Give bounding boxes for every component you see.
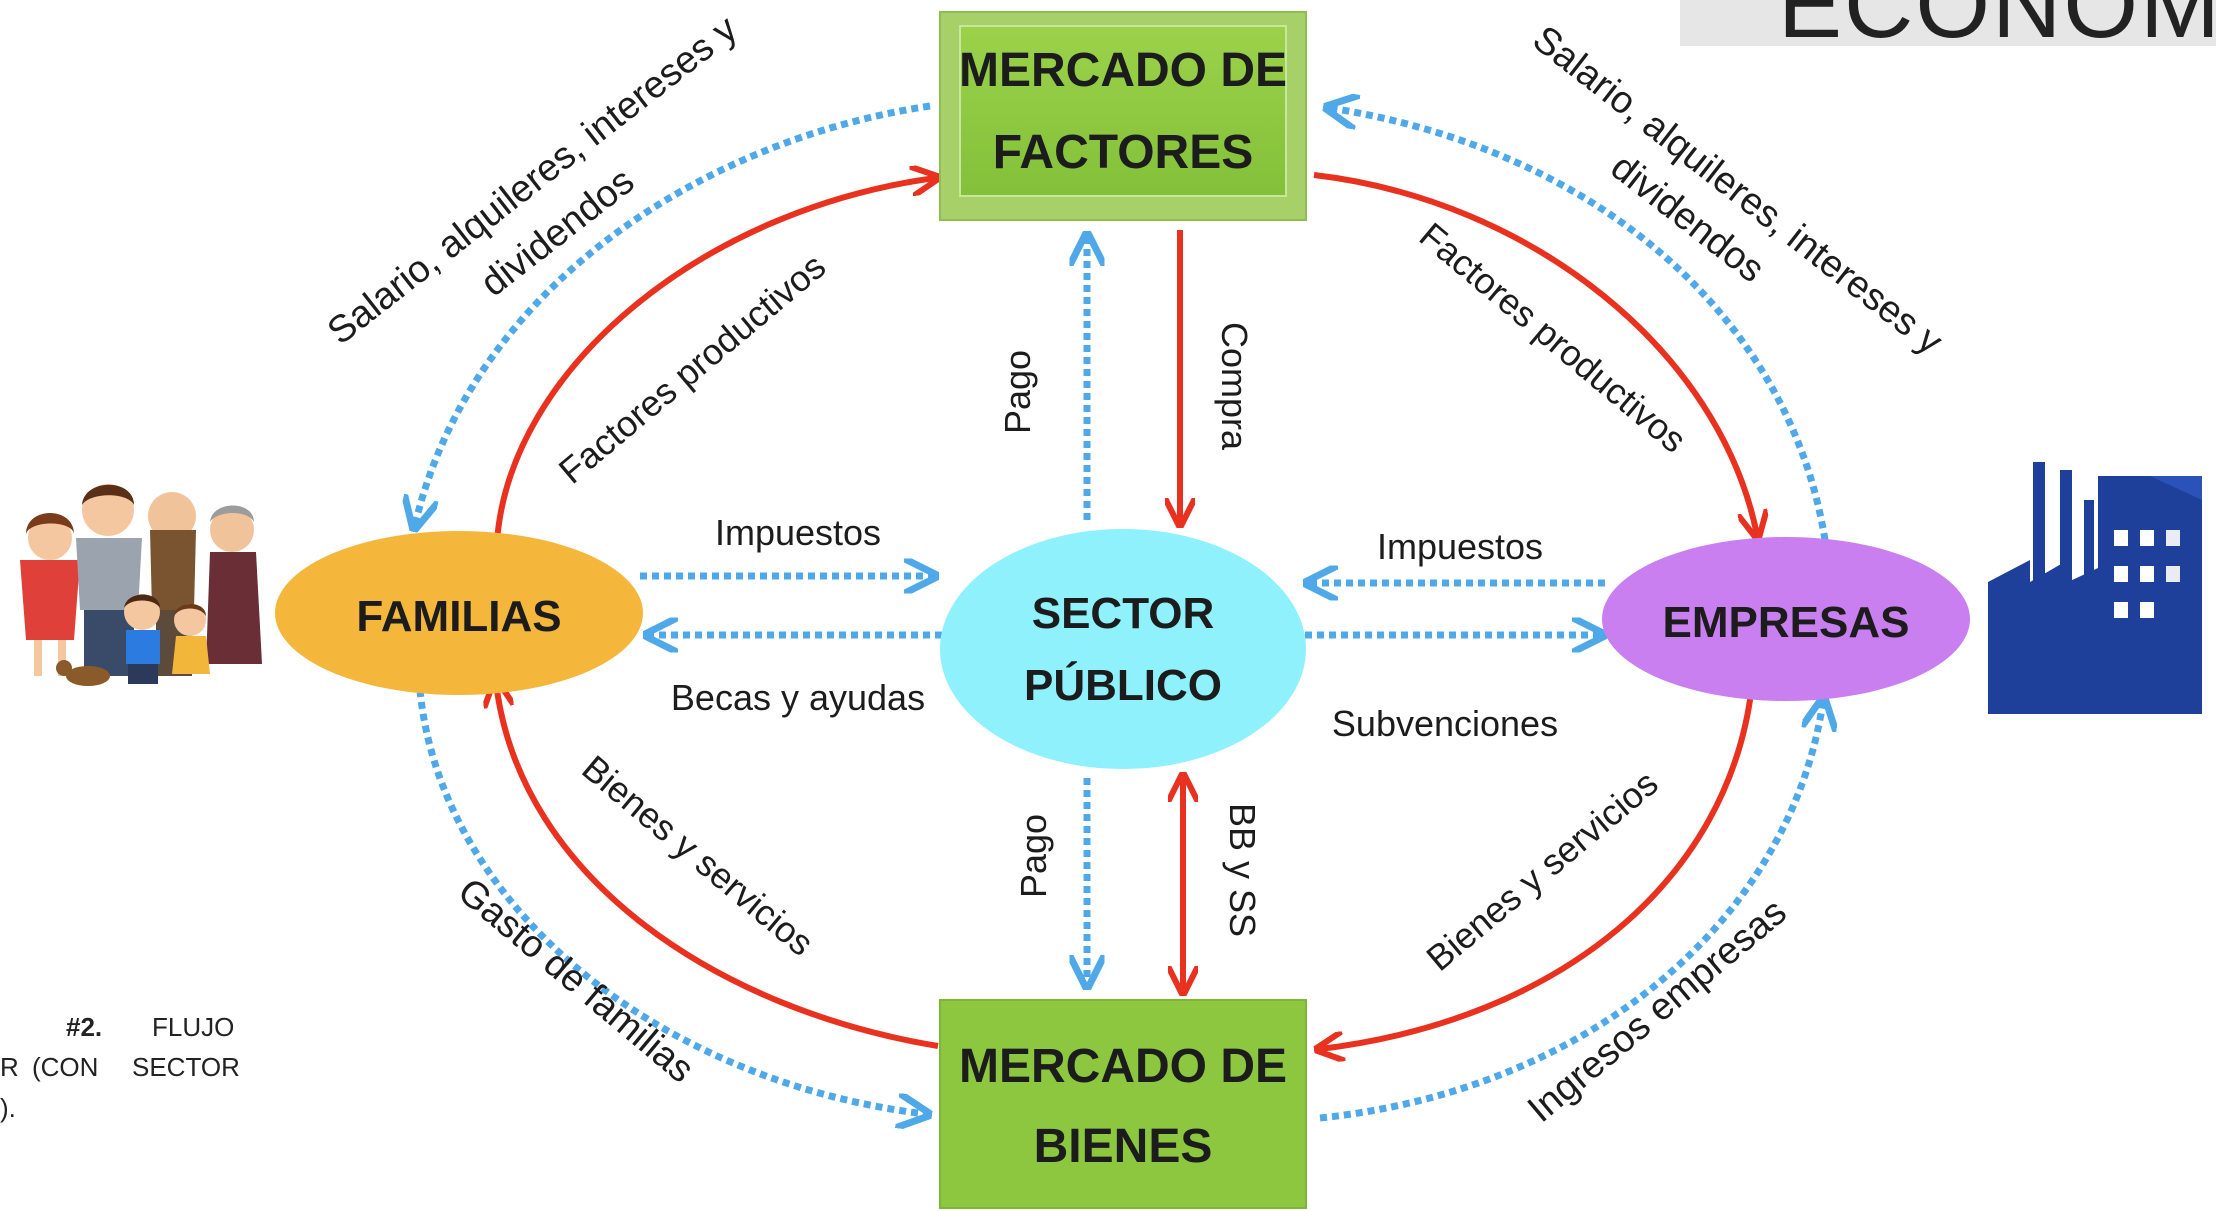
label-gasto: Gasto de familias: [450, 870, 702, 1091]
mercado-bienes-line1: MERCADO DE: [959, 1040, 1287, 1093]
label-bienes-right: Bienes y servicios: [1418, 762, 1665, 979]
sector-publico-node: SECTOR PÚBLICO: [940, 529, 1306, 769]
factory-icon: [1988, 462, 2202, 714]
familias-label: FAMILIAS: [356, 592, 561, 641]
mercado-factores-box: MERCADO DE FACTORES: [939, 11, 1307, 221]
sector-publico-line1: SECTOR: [1032, 589, 1215, 638]
empresas-node: EMPRESAS: [1602, 537, 1970, 701]
arrow-salario-right: [1330, 108, 1829, 541]
label-ingresos: Ingresos empresas: [1520, 891, 1795, 1131]
caption-text: FLUJO: [152, 1012, 235, 1042]
caption-text: SECTOR: [132, 1052, 240, 1082]
label-salario-right-1: Salario, alquileres, intereses y: [1525, 18, 1950, 363]
arrow-factores-empresas: [1313, 172, 1757, 535]
sector-publico-line2: PÚBLICO: [1024, 660, 1222, 710]
mercado-bienes-line2: BIENES: [1034, 1120, 1213, 1173]
page-title: ECONOMÍA: [1778, 0, 2216, 46]
family-illustration-icon: [20, 484, 262, 686]
arrow-bienes-familias: [496, 683, 939, 1049]
mercado-bienes-box: MERCADO DE BIENES: [939, 999, 1307, 1209]
label-pago-bottom: Pago: [1013, 814, 1054, 898]
arrow-salario-left: [415, 102, 931, 525]
caption-text: (CON: [32, 1052, 99, 1082]
empresas-label: EMPRESAS: [1663, 598, 1910, 647]
label-factores-left: Factores productivos: [551, 245, 833, 491]
label-pago-top: Pago: [997, 350, 1038, 434]
arrow-empresas-bienes: [1320, 684, 1755, 1049]
caption-text: R: [0, 1052, 19, 1082]
label-becas: Becas y ayudas: [671, 677, 925, 718]
mercado-factores-line1: MERCADO DE: [959, 44, 1287, 97]
caption-bold: #2.: [66, 1012, 103, 1042]
label-impuestos-right: Impuestos: [1377, 526, 1543, 567]
arrow-factores-familias: [494, 178, 935, 542]
arrow-ingresos: [1319, 702, 1823, 1122]
familias-node: FAMILIAS: [275, 531, 643, 695]
label-subvenciones: Subvenciones: [1332, 703, 1558, 744]
caption-text: ).: [0, 1093, 16, 1123]
label-salario-left-1: Salario, alquileres, intereses y: [320, 8, 745, 353]
label-bbyss: BB y SS: [1222, 803, 1263, 937]
label-compra: Compra: [1214, 322, 1255, 451]
title-band: ECONOMÍA: [1680, 0, 2216, 46]
mercado-factores-line2: FACTORES: [993, 126, 1253, 179]
arrow-gasto: [416, 689, 925, 1114]
label-impuestos-left: Impuestos: [715, 512, 881, 553]
label-bienes-left: Bienes y servicios: [575, 747, 822, 964]
